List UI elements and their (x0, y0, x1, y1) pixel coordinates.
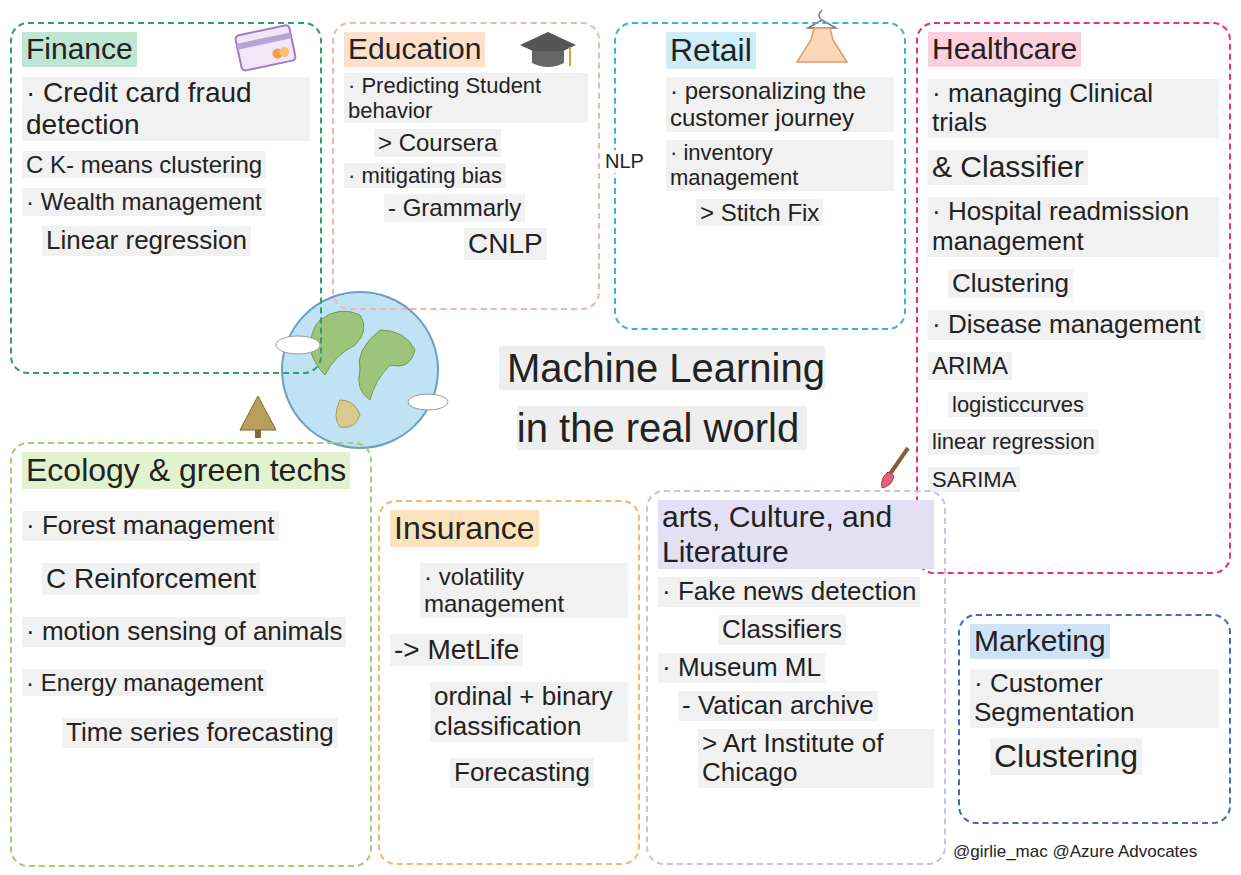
region-item: C K- means clustering (22, 151, 266, 179)
tree-crown (240, 396, 276, 430)
continent (336, 400, 360, 428)
region-item: & Classifier (928, 150, 1088, 185)
region-item: - Grammarly (384, 194, 525, 222)
region-item: · Forest management (22, 511, 279, 541)
card-stripe (237, 32, 292, 49)
topic-region: Finance · Credit card fraud detection C K-… (10, 22, 322, 374)
region-item: · Credit card fraud detection (22, 77, 310, 141)
region-item: · volatility management (420, 563, 628, 618)
diagram-title-block: Machine Learning in the real world (482, 338, 842, 458)
region-item: · inventory management (666, 140, 894, 191)
topic-region: Healthcare · managing Clinical trials & Cl… (916, 22, 1231, 574)
region-item: Time series forecasting (62, 718, 338, 748)
region-item: ordinal + binary classification (430, 682, 628, 742)
topic-region: Education · Predicting Student behavior > … (332, 22, 600, 310)
region-item: · Energy management (22, 669, 267, 697)
dress-icon (797, 10, 847, 62)
brush-tip (882, 472, 894, 488)
region-item: · Hospital readmission management (928, 197, 1219, 257)
region-item: C Reinforcement (42, 563, 260, 595)
tree-icon (240, 396, 276, 438)
region-item: · motion sensing of animals (22, 617, 346, 647)
topic-region: Insurance · volatility management -> MetLi… (378, 500, 640, 865)
paintbrush-icon (882, 448, 908, 488)
region-item: Clustering (990, 738, 1142, 775)
credit-card-icon (235, 25, 296, 72)
region-item: · Fake news detection (658, 577, 920, 607)
tree-trunk (255, 430, 261, 438)
region-item: · Customer Segmentation (970, 669, 1219, 729)
diagram-title: Machine Learning in the real world (499, 346, 825, 450)
credit-label: @girlie_mac @Azure Advocates (950, 842, 1200, 862)
region-heading: Retail (666, 32, 756, 69)
cloud (408, 394, 448, 410)
brush-handle (890, 448, 908, 474)
topic-region: Marketing · Customer SegmentationClusteri… (958, 614, 1231, 824)
region-item: > Stitch Fix (696, 199, 823, 227)
region-item: · Wealth management (22, 188, 266, 216)
continent (359, 330, 415, 400)
region-item: · Museum ML (658, 653, 825, 683)
region-item: logisticcurves (948, 392, 1088, 417)
cap-base (532, 51, 564, 67)
region-item: · mitigating bias (344, 163, 506, 188)
region-item: ARIMA (928, 352, 1012, 380)
region-item: · Predicting Student behavior (344, 73, 588, 124)
region-item: CNLP (464, 228, 547, 260)
region-item: -> MetLife (390, 634, 523, 666)
card-logo (278, 46, 290, 58)
abbreviation-label: NLP (602, 150, 647, 173)
region-heading: Healthcare (928, 32, 1081, 67)
graduation-cap-icon (520, 32, 576, 67)
region-item: Forecasting (450, 758, 594, 788)
region-item: Linear regression (42, 226, 251, 256)
region-item: SARIMA (928, 467, 1020, 492)
region-item: · personalizing the customer journey (666, 77, 894, 132)
region-item: > Coursera (374, 129, 501, 157)
region-item: · Disease management (928, 310, 1205, 340)
region-item: Classifiers (718, 615, 846, 645)
globe (276, 292, 448, 448)
cap-tassel (569, 47, 571, 66)
region-item: linear regression (928, 429, 1099, 454)
region-heading: Ecology & green techs (22, 452, 350, 489)
hanger (808, 10, 836, 28)
globe-ocean (282, 292, 438, 448)
topic-region: arts, Culture, and Literature · Fake news… (646, 490, 946, 865)
region-heading: arts, Culture, and Literature (658, 500, 934, 569)
card-body (235, 25, 296, 72)
topic-region: Ecology & green techs · Forest management… (10, 442, 372, 867)
region-heading: Marketing (970, 624, 1110, 659)
region-item: · managing Clinical trials (928, 79, 1219, 139)
region-heading: Finance (22, 32, 137, 67)
region-heading: Insurance (390, 510, 539, 547)
region-heading: Education (344, 32, 485, 67)
region-item: - Vatican archive (678, 691, 878, 721)
region-item: Clustering (948, 269, 1073, 299)
cloud (276, 336, 320, 354)
dress (797, 28, 847, 62)
topic-region: Retail · personalizing the customer journ… (614, 22, 906, 330)
region-item: > Art Institute of Chicago (698, 729, 934, 789)
